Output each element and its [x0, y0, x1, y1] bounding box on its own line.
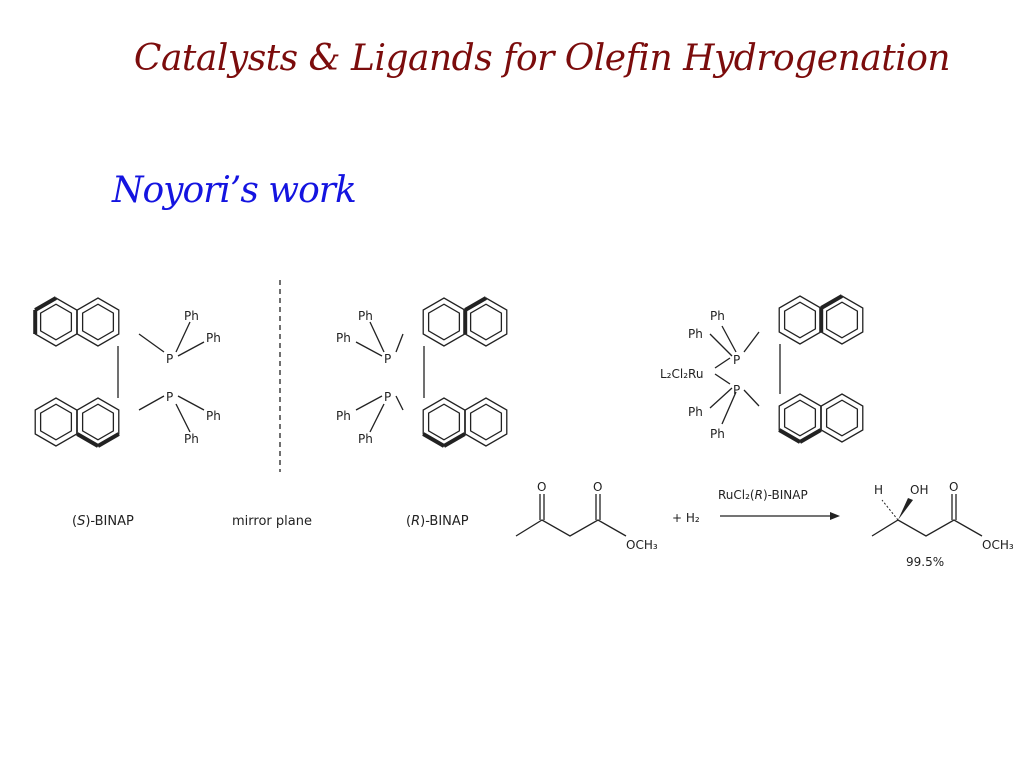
bond: [709, 333, 733, 357]
bond: [369, 321, 385, 353]
phenyl-label: Ph: [336, 331, 351, 345]
bond: [709, 387, 733, 409]
reactant-ketoester: O O OCH₃: [515, 480, 658, 552]
phenyl-label: Ph: [336, 409, 351, 423]
aromatic-inner-ring: [825, 301, 859, 339]
reactant-och3: OCH₃: [626, 538, 658, 552]
bond: [743, 389, 760, 407]
aromatic-inner-ring: [427, 403, 461, 441]
product-och3: OCH₃: [982, 538, 1014, 552]
bond: [177, 395, 205, 411]
phenyl-label: Ph: [688, 327, 703, 341]
phenyl-label: Ph: [710, 309, 725, 323]
phenyl-label: Ph: [358, 432, 373, 446]
product-hydrogen: H: [874, 483, 883, 497]
phenyl-label: Ph: [358, 309, 373, 323]
aromatic-inner-ring: [39, 403, 73, 441]
aromatic-ring: [76, 297, 120, 347]
product-hydroxyester: H OH O OCH₃ 99.5%: [871, 480, 1014, 569]
bond: [355, 341, 383, 357]
reactant-ester-oxygen: O: [593, 480, 602, 494]
aromatic-inner-ring: [469, 403, 503, 441]
bond: [743, 331, 760, 353]
bond: [395, 333, 404, 353]
slide-title: Catalysts & Ligands for Olefin Hydrogena…: [133, 38, 951, 79]
aromatic-inner-ring: [825, 399, 859, 437]
plus-h2: + H₂: [672, 511, 700, 525]
bond: [175, 403, 191, 433]
aromatic-inner-ring: [81, 303, 115, 341]
product-yield: 99.5%: [906, 555, 944, 569]
phosphorus-atom: P: [166, 390, 173, 404]
phenyl-label: Ph: [688, 405, 703, 419]
reagent-label: RuCl₂(R)-BINAP: [718, 488, 808, 502]
bold-bond: [798, 428, 822, 444]
bond: [714, 357, 731, 369]
product-ester-oxygen: O: [949, 480, 958, 494]
bond: [714, 373, 731, 385]
s-binap-caption: (S)-BINAP: [72, 514, 134, 529]
bold-bond: [34, 296, 57, 312]
phosphorus-atom: P: [733, 353, 740, 367]
bond: [369, 403, 385, 433]
bold-bond: [76, 432, 100, 448]
aromatic-ring: [422, 297, 466, 347]
aromatic-inner-ring: [469, 303, 503, 341]
bold-bond: [422, 432, 446, 448]
phenyl-label: Ph: [206, 409, 221, 423]
aromatic-inner-ring: [783, 301, 817, 339]
bold-bond: [96, 432, 120, 448]
aromatic-ring: [778, 295, 822, 345]
bond: [721, 325, 737, 353]
bold-bond: [442, 432, 466, 448]
phosphorus-atom: P: [384, 390, 391, 404]
phosphorus-atom: P: [733, 383, 740, 397]
product-hydroxyl: OH: [910, 483, 928, 497]
bond: [138, 333, 165, 353]
r-binap-caption: (R)-BINAP: [406, 514, 469, 529]
bold-bond: [464, 296, 488, 312]
phosphorus-atom: P: [384, 352, 391, 366]
aromatic-inner-ring: [39, 303, 73, 341]
slide-subtitle: Noyori’s work: [112, 170, 357, 211]
bond: [355, 395, 383, 411]
bond: [721, 391, 737, 425]
phenyl-label: Ph: [710, 427, 725, 441]
ruthenium-center-label: L₂Cl₂Ru: [660, 367, 703, 381]
aromatic-ring: [820, 393, 864, 443]
aromatic-inner-ring: [81, 403, 115, 441]
aromatic-inner-ring: [783, 399, 817, 437]
reaction-arrow: [720, 512, 840, 520]
phosphorus-atom: P: [166, 352, 173, 366]
bond: [395, 395, 404, 411]
aromatic-ring: [464, 397, 508, 447]
bond: [177, 341, 205, 357]
bond: [175, 321, 191, 353]
aromatic-ring: [34, 397, 78, 447]
phenyl-label: Ph: [184, 309, 199, 323]
bold-bond: [778, 428, 802, 444]
bond: [138, 395, 165, 411]
phenyl-label: Ph: [206, 331, 221, 345]
bold-bond: [820, 294, 844, 310]
aromatic-inner-ring: [427, 303, 461, 341]
reactant-keto-oxygen: O: [537, 480, 546, 494]
phenyl-label: Ph: [184, 432, 199, 446]
mirror-plane-caption: mirror plane: [232, 514, 312, 529]
